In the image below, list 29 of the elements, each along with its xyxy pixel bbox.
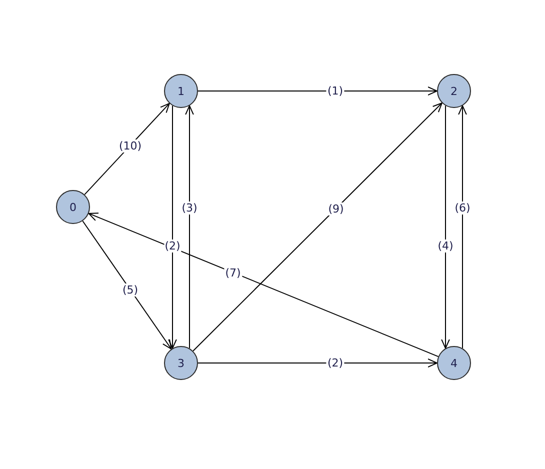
edge-label: (6) (454, 201, 472, 214)
arrow (185, 105, 194, 349)
arrow (88, 212, 439, 358)
node-label: 0 (70, 200, 76, 214)
arrow (168, 105, 177, 349)
edge-label: (9) (327, 202, 345, 215)
node-label: 2 (450, 84, 458, 98)
arrow (82, 220, 172, 350)
node-circle (437, 74, 471, 108)
arrow (192, 102, 442, 352)
node-circle (56, 190, 90, 224)
edge-label: (2) (164, 240, 182, 253)
edge-label: (4) (436, 240, 454, 253)
edge-label: (7) (224, 266, 242, 280)
arrow (198, 358, 438, 368)
node-label: 3 (178, 356, 184, 370)
edge-label: (5) (121, 283, 140, 296)
edge-label: (1) (326, 84, 344, 98)
node-label: 4 (450, 356, 458, 370)
node-circle (164, 346, 198, 380)
arrow (198, 86, 438, 96)
arrow (458, 105, 467, 349)
edge-label: (2) (326, 356, 344, 370)
node-circle (437, 346, 471, 380)
node-circle (164, 74, 198, 108)
arrow (441, 105, 450, 349)
edge-label: (3) (180, 201, 198, 214)
node-label: 1 (178, 84, 184, 98)
edge-label: (10) (118, 139, 143, 152)
